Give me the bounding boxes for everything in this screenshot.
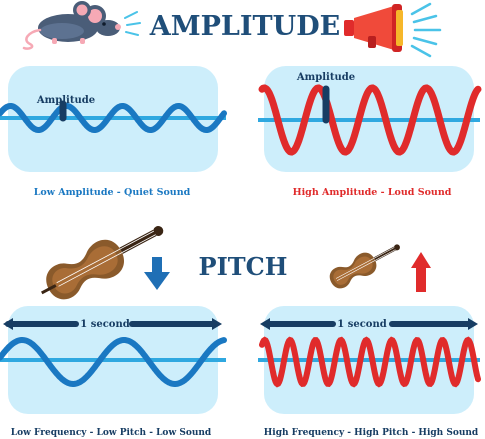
amplitude-label: Amplitude [36,95,95,106]
violin-icon [41,226,164,300]
amplitude-title: AMPLITUDE [149,11,340,42]
down-arrow-icon [144,257,170,290]
wave [259,336,481,388]
high-amplitude-panel: Amplitude [258,66,482,172]
pitch-title: PITCH [199,252,288,281]
violin-icon [329,244,400,289]
low-amplitude-caption: Low Amplitude - Quiet Sound [34,187,191,198]
megaphone-icon [344,2,442,58]
amplitude-label: Amplitude [296,72,355,83]
period-label: 1 second [80,319,129,330]
low-frequency-caption: Low Frequency - Low Pitch - Low Sound [11,428,212,438]
low-frequency-panel: 1 second [0,306,227,414]
high-amplitude-caption: High Amplitude - Loud Sound [293,187,452,198]
up-arrow-icon [411,252,431,292]
high-frequency-panel: 1 second [258,306,481,414]
period-label: 1 second [337,319,386,330]
wave [0,337,227,387]
wave [0,103,227,133]
high-frequency-caption: High Frequency - High Pitch - High Sound [264,428,479,438]
mouse-icon [22,1,141,50]
low-amplitude-panel: Amplitude [0,66,227,172]
wave [258,84,482,156]
